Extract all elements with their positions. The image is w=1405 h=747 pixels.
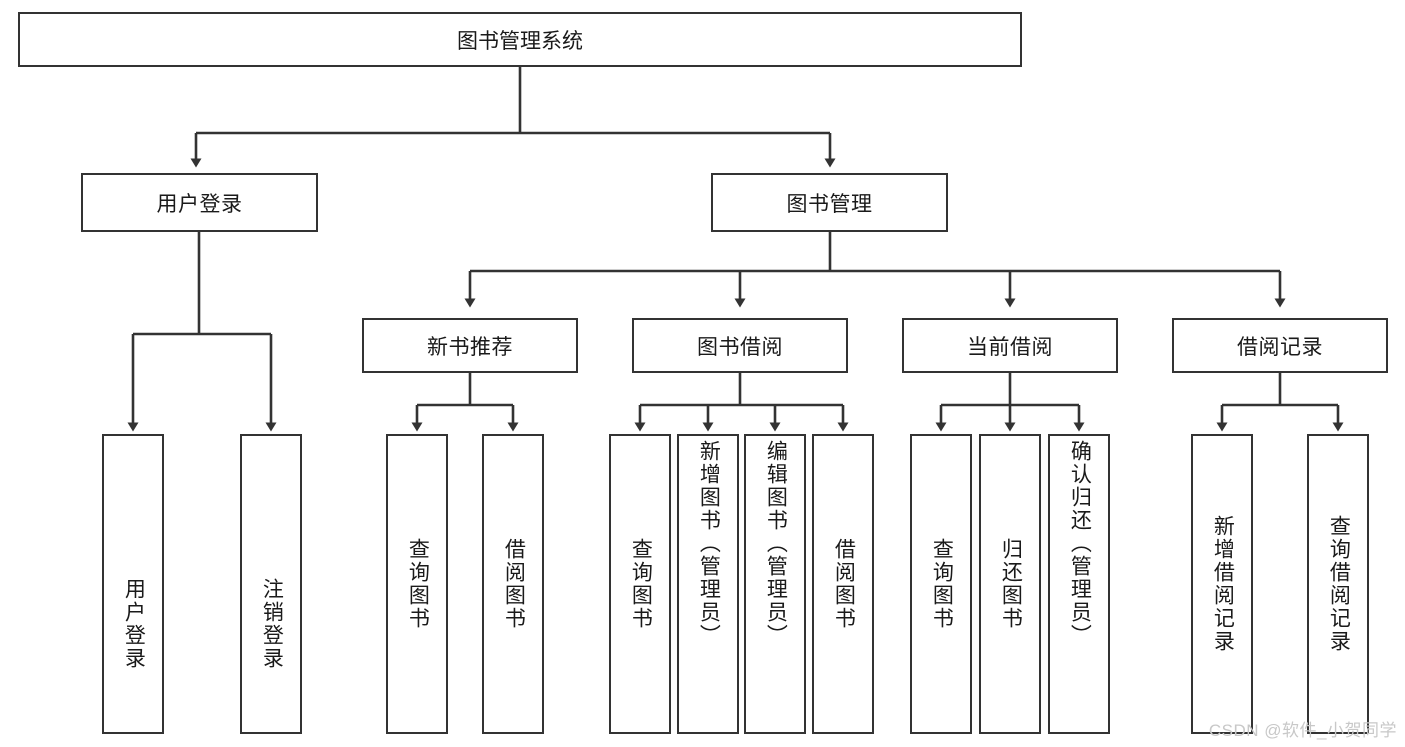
- node-leaf-edit-book[interactable]: 编辑图书（管理员）: [744, 434, 806, 734]
- node-leaf-add-book-label: 新增图书（管理员）: [697, 440, 721, 647]
- node-leaf-return-book-label: 归还图书: [999, 538, 1023, 630]
- node-leaf-add-record-label: 新增借阅记录: [1211, 515, 1235, 653]
- node-leaf-borrow-book-2-label: 借阅图书: [832, 538, 856, 630]
- node-leaf-query-record-label: 查询借阅记录: [1327, 515, 1351, 653]
- node-book-manage[interactable]: 图书管理: [711, 173, 948, 232]
- node-leaf-return-book[interactable]: 归还图书: [979, 434, 1041, 734]
- node-leaf-query-book-2-label: 查询图书: [629, 538, 653, 630]
- node-leaf-user-login-label: 用户登录: [122, 578, 146, 670]
- node-user-login[interactable]: 用户登录: [81, 173, 318, 232]
- node-borrow-record-label: 借阅记录: [1237, 335, 1323, 359]
- node-user-login-label: 用户登录: [156, 192, 243, 216]
- node-leaf-add-record[interactable]: 新增借阅记录: [1191, 434, 1253, 734]
- node-leaf-query-book-1-label: 查询图书: [406, 538, 430, 630]
- node-new-book-rec[interactable]: 新书推荐: [362, 318, 578, 373]
- node-leaf-borrow-book-2[interactable]: 借阅图书: [812, 434, 874, 734]
- node-leaf-borrow-book-1[interactable]: 借阅图书: [482, 434, 544, 734]
- node-leaf-query-record[interactable]: 查询借阅记录: [1307, 434, 1369, 734]
- node-leaf-logout-label: 注销登录: [260, 578, 284, 670]
- node-root[interactable]: 图书管理系统: [18, 12, 1022, 67]
- csdn-watermark: CSDN @软件_小贺同学: [1208, 721, 1397, 740]
- node-current-borrow[interactable]: 当前借阅: [902, 318, 1118, 373]
- node-book-borrow[interactable]: 图书借阅: [632, 318, 848, 373]
- node-leaf-query-book-3[interactable]: 查询图书: [910, 434, 972, 734]
- node-book-borrow-label: 图书借阅: [697, 335, 783, 359]
- node-leaf-query-book-2[interactable]: 查询图书: [609, 434, 671, 734]
- node-borrow-record[interactable]: 借阅记录: [1172, 318, 1388, 373]
- node-leaf-logout[interactable]: 注销登录: [240, 434, 302, 734]
- node-leaf-query-book-1[interactable]: 查询图书: [386, 434, 448, 734]
- node-leaf-add-book[interactable]: 新增图书（管理员）: [677, 434, 739, 734]
- node-root-label: 图书管理系统: [457, 29, 583, 53]
- node-leaf-confirm-return-label: 确认归还（管理员）: [1068, 440, 1092, 647]
- node-leaf-edit-book-label: 编辑图书（管理员）: [764, 440, 788, 647]
- node-leaf-confirm-return[interactable]: 确认归还（管理员）: [1048, 434, 1110, 734]
- node-book-manage-label: 图书管理: [786, 192, 873, 216]
- node-leaf-borrow-book-1-label: 借阅图书: [502, 538, 526, 630]
- node-new-book-rec-label: 新书推荐: [427, 335, 513, 359]
- node-current-borrow-label: 当前借阅: [967, 335, 1053, 359]
- node-leaf-query-book-3-label: 查询图书: [930, 538, 954, 630]
- node-leaf-user-login[interactable]: 用户登录: [102, 434, 164, 734]
